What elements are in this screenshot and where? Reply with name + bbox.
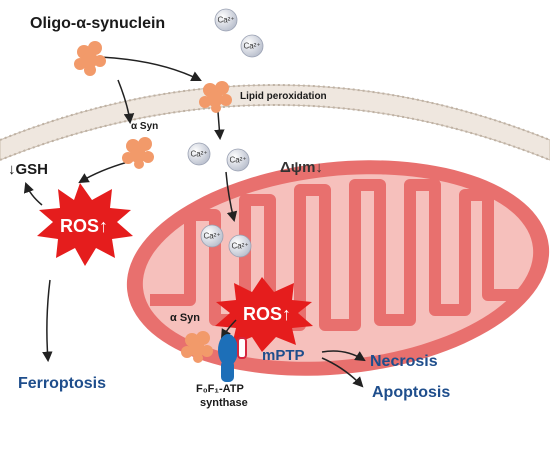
gsh-label: ↓GSH	[8, 161, 49, 178]
calcium-label: Ca²⁺	[190, 149, 208, 159]
arrow-ros-to-gsh	[23, 182, 43, 206]
atp-synthase-label-line1: F₀F₁-ATP	[196, 383, 244, 395]
cell-membrane	[0, 84, 550, 161]
arrow-calcium-to-mito	[225, 171, 238, 223]
calcium-label: Ca²⁺	[229, 155, 247, 165]
arrow-asyn-to-ros	[78, 161, 129, 184]
necrosis-label: Necrosis	[370, 353, 438, 370]
alpha-syn-cytosol-label: α Syn	[131, 121, 159, 132]
calcium-label: Ca²⁺	[203, 231, 221, 241]
arrow-oligo-to-lipid	[99, 56, 202, 81]
calcium-label: Ca²⁺	[217, 15, 235, 25]
arrow-mptp-to-necrosis	[321, 350, 366, 362]
arrow-ros-to-ferroptosis	[42, 279, 53, 363]
arrow-oligo-to-asyn	[117, 79, 135, 125]
calcium-label: Ca²⁺	[231, 241, 249, 251]
ferroptosis-label: Ferroptosis	[18, 375, 107, 392]
arrow-lipid-to-calcium	[214, 111, 225, 141]
protein-alpha-syn-cytosol	[122, 137, 154, 169]
calcium-ions	[187, 8, 264, 258]
membrane-potential-label: Δψm↓	[280, 159, 323, 176]
protein-lipid-membrane	[199, 81, 232, 113]
protein-oligo-alpha-synuclein	[74, 41, 106, 76]
ros-right-label: ROS↑	[243, 304, 292, 324]
protein-alpha-syn-mito	[181, 331, 213, 363]
alpha-syn-mito-label: α Syn	[170, 312, 200, 324]
apoptosis-label: Apoptosis	[372, 384, 451, 401]
ros-left-label: ROS↑	[60, 216, 109, 236]
lipid-peroxidation-label: Lipid peroxidation	[240, 91, 327, 102]
oligo-synuclein-label: Oligo-α-synuclein	[30, 15, 166, 32]
mptp-label: mPTP	[262, 347, 305, 364]
atp-synthase-complex	[218, 334, 247, 382]
atp-synthase-label-line2: synthase	[200, 397, 248, 409]
calcium-label: Ca²⁺	[243, 41, 261, 51]
arrow-mptp-to-apoptosis	[321, 357, 364, 388]
ros-burst-left	[37, 183, 133, 266]
mitochondrion	[126, 160, 550, 376]
ros-burst-right	[215, 277, 313, 352]
